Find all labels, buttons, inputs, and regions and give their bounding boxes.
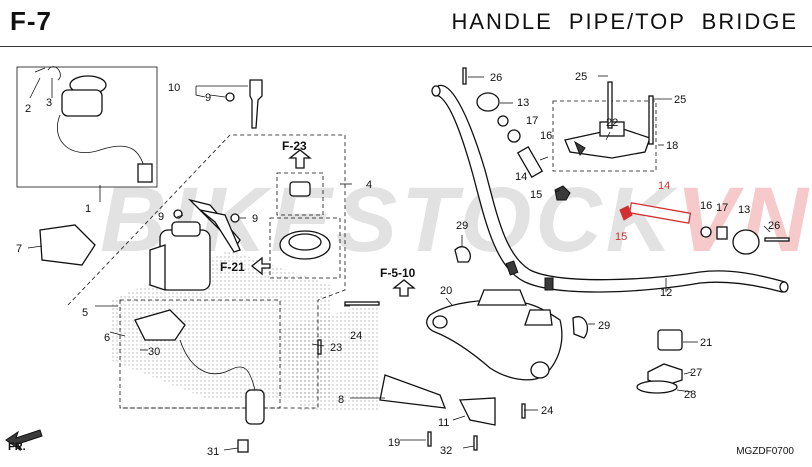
leader-lines [27, 75, 771, 451]
front-arrow-icon [5, 429, 43, 452]
seat-lock-parts [134, 309, 265, 425]
group-box-lock-set [67, 134, 346, 409]
label-14a: 14 [515, 171, 527, 183]
lock-cylinder [149, 221, 211, 291]
section-code: F-7 [10, 6, 52, 36]
label-16a: 16 [540, 130, 552, 142]
label-25a: 25 [575, 71, 587, 83]
label-31: 31 [207, 446, 219, 458]
ref-f23: F-23 [282, 139, 307, 153]
label-29b: 29 [598, 320, 610, 332]
label-11: 11 [438, 417, 449, 429]
upper-holder-right [619, 202, 790, 255]
upper-holder-left [476, 92, 571, 201]
header-divider [0, 46, 812, 47]
upper-holder-assy [564, 81, 654, 159]
label-19: 19 [388, 437, 400, 449]
label-28: 28 [684, 389, 696, 401]
arrow-up-f510 [392, 279, 416, 297]
page-header: F-7 HANDLE PIPE/TOP BRIDGE [0, 0, 812, 47]
label-9b: 9 [252, 213, 258, 225]
label-10: 10 [168, 82, 180, 94]
label-4: 4 [366, 179, 372, 191]
ref-f510: F-5-10 [380, 266, 416, 280]
group-box-f21 [269, 217, 341, 279]
ignition-switch-box-part [34, 66, 153, 183]
front-marker: FR. [8, 441, 26, 453]
label-14b: 14 [658, 180, 670, 192]
label-20: 20 [440, 285, 452, 297]
diagram-code: MGZDF0700 [736, 446, 794, 457]
label-9c: 9 [205, 92, 211, 104]
bracket-7 [39, 224, 96, 266]
label-26a: 26 [490, 72, 502, 84]
label-13a: 13 [517, 97, 529, 109]
label-24b: 24 [541, 405, 553, 417]
page-title: HANDLE PIPE/TOP BRIDGE [451, 9, 798, 34]
group-box-f23 [276, 172, 324, 216]
group-box-switch [16, 66, 158, 188]
label-16b: 16 [700, 200, 712, 212]
label-30: 30 [148, 346, 160, 358]
label-24a: 24 [350, 330, 362, 342]
label-18: 18 [666, 140, 678, 152]
label-8: 8 [338, 394, 344, 406]
hatch-area-right [280, 300, 380, 410]
top-bridge [426, 289, 563, 381]
label-17b: 17 [716, 202, 728, 214]
label-15b: 15 [615, 231, 627, 243]
label-1: 1 [85, 203, 91, 215]
label-6: 6 [104, 332, 110, 344]
arrow-up-f23 [288, 149, 312, 169]
label-25b: 25 [674, 94, 686, 106]
label-32: 32 [440, 445, 452, 457]
label-17a: 17 [526, 115, 538, 127]
label-2: 2 [25, 103, 31, 115]
handle-pipe [431, 84, 789, 293]
label-21: 21 [700, 337, 712, 349]
fuel-cap-ref-part [279, 181, 331, 260]
group-box-seat-lock [119, 299, 281, 409]
label-13b: 13 [738, 204, 750, 216]
ref-f21: F-21 [220, 260, 245, 274]
steering-stem-nut-parts [636, 329, 683, 394]
clamp-8-11 [379, 374, 496, 426]
bolts [173, 67, 526, 453]
arrow-left-f21 [250, 256, 271, 276]
label-9a: 9 [158, 211, 164, 223]
label-27: 27 [690, 367, 702, 379]
label-23: 23 [330, 342, 342, 354]
label-5: 5 [82, 307, 88, 319]
label-3: 3 [46, 97, 52, 109]
keys [187, 79, 263, 253]
group-box-top-holder [552, 100, 657, 172]
label-29a: 29 [456, 220, 468, 232]
label-15a: 15 [530, 189, 542, 201]
label-22: 22 [606, 117, 618, 129]
label-7: 7 [16, 243, 22, 255]
label-26b: 26 [768, 220, 780, 232]
label-12: 12 [660, 287, 672, 299]
clips-29 [454, 246, 588, 339]
